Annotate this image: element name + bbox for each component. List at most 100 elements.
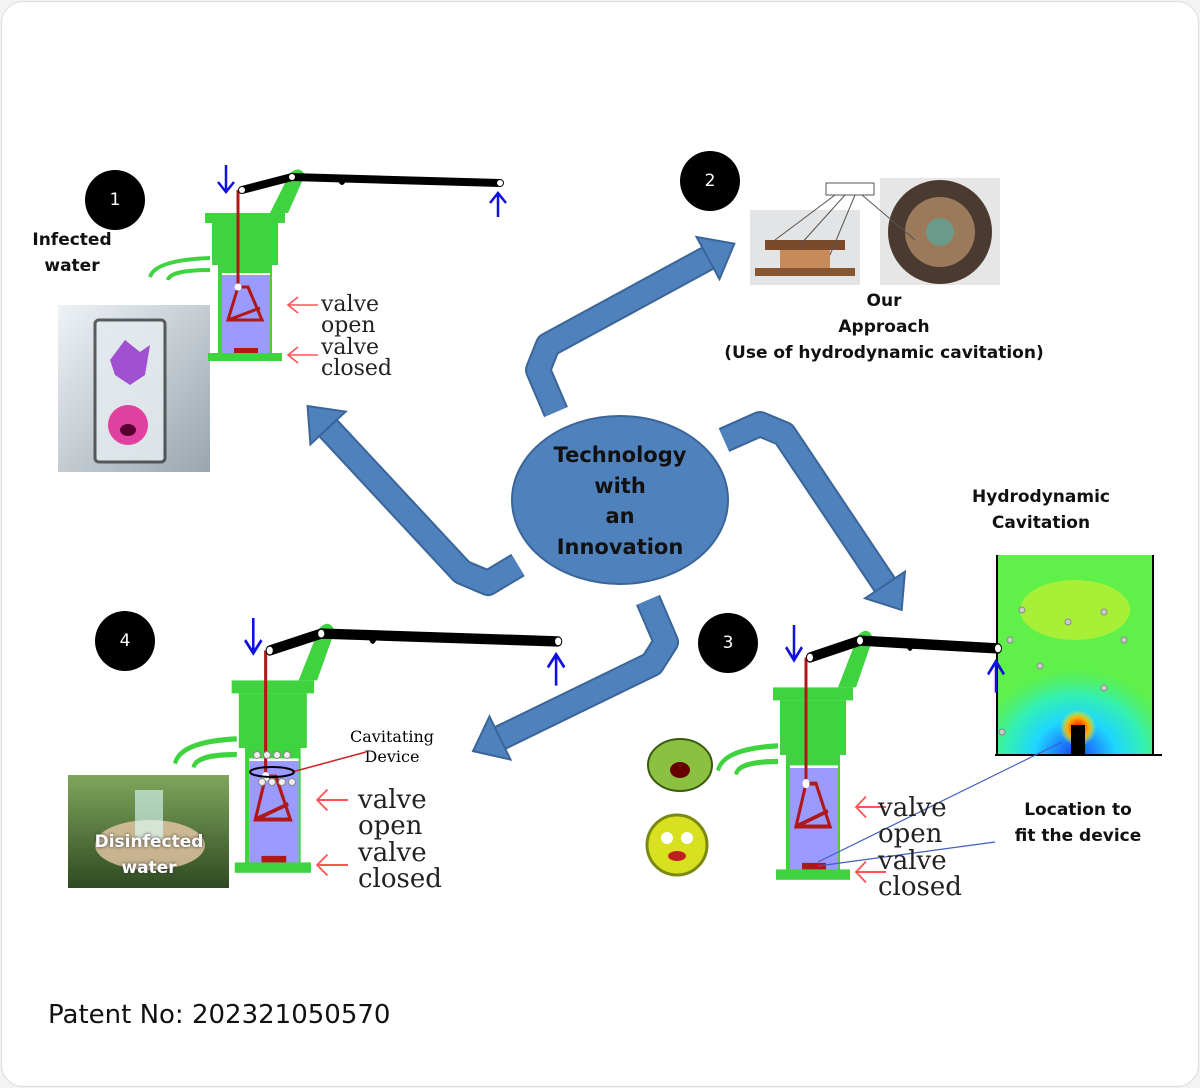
pump-base (208, 353, 282, 361)
handle-pin (857, 636, 863, 645)
handle-knob (368, 638, 377, 644)
step-4-badge: 4 (95, 611, 155, 671)
heatmap-bubble (998, 728, 1006, 736)
valve-closed-label-4: valve closed (358, 838, 442, 894)
heatmap-bubble (1100, 608, 1108, 616)
pump-base (776, 869, 850, 880)
disinfected-water-label: Disinfected water (94, 832, 204, 878)
pump-cap (231, 680, 315, 694)
cavitation-bubbles (253, 751, 296, 786)
pump-disinfected (173, 618, 566, 877)
arrow-to-cavitation-head (862, 569, 907, 612)
valve-pointer-arrow (286, 346, 318, 364)
heatmap-bubble (1006, 636, 1014, 644)
valve-open-label-3: valve open (878, 793, 947, 849)
piston-pin (802, 779, 810, 789)
heatmap-bubble (1018, 606, 1026, 614)
piston-pin (234, 283, 242, 291)
pump-cavitation (716, 625, 1005, 884)
foot-valve (234, 348, 258, 353)
location-pointer-lines (817, 741, 1063, 867)
heatmap-bubble (1036, 662, 1044, 670)
valve-pointer-arrow (315, 853, 349, 877)
device-photos (750, 178, 1000, 285)
valve-closed-label-1: valve closed (321, 335, 392, 381)
bubble (278, 778, 286, 786)
arrow-to-approach-head (694, 235, 736, 282)
bubble (253, 751, 261, 759)
step-1-badge: 1 (85, 170, 145, 230)
handle-pin (239, 187, 245, 193)
cavitating-device-label: Cavitating Device (350, 727, 434, 766)
center-title: Technology with an Innovation (553, 443, 687, 559)
location-label: Location to fit the device (1014, 800, 1142, 846)
pump-cap (773, 687, 853, 701)
spout (148, 256, 211, 278)
approach-label: Our Approach (Use of hydrodynamic cavita… (724, 291, 1044, 363)
bubble (268, 778, 276, 786)
foot-valve (261, 855, 287, 863)
virus-icons (645, 738, 713, 877)
step-3-badge: 3 (698, 613, 758, 673)
heatmap-bubble (1064, 618, 1072, 626)
valve-open-label-4: valve open (358, 785, 427, 841)
piston (225, 285, 265, 322)
handle-pin (266, 646, 273, 655)
piston (793, 781, 833, 829)
bubble (258, 778, 266, 786)
bubble (288, 778, 296, 786)
center-ellipse (511, 415, 729, 585)
handle-pin (497, 180, 503, 186)
down-arrow-icon (785, 625, 803, 663)
bubble (283, 751, 291, 759)
cavitating-device-marker (249, 766, 295, 778)
step-2-badge: 2 (680, 151, 740, 211)
infected-water-image (58, 305, 210, 472)
arrow-to-approach (525, 235, 736, 418)
arrow-to-disinfected (471, 594, 679, 762)
heatmap-bubble (1120, 636, 1128, 644)
heatmap-title: Hydrodynamic Cavitation (972, 487, 1110, 533)
valve-pointer-arrow (854, 860, 886, 884)
pump-cap (205, 213, 285, 223)
valve-open-label-1: valve open (321, 292, 380, 338)
bubble (263, 751, 271, 759)
up-arrow-icon (489, 190, 507, 217)
arrow-to-cavitation (718, 411, 907, 612)
valve-pointer-arrow (286, 296, 318, 314)
handle-pin (555, 637, 562, 646)
valve-closed-label-3: valve closed (878, 846, 962, 902)
down-arrow-icon (217, 165, 235, 195)
valve-pointer-arrow (315, 788, 349, 812)
pump-handle (806, 635, 1002, 663)
arrow-to-disinfected-shaft (495, 595, 677, 748)
up-arrow-icon (546, 651, 566, 686)
spout-inner (191, 751, 237, 769)
pump-handle (238, 172, 504, 194)
up-arrow-icon (987, 658, 1005, 693)
handle-pin (807, 653, 813, 662)
valve-pointer-arrow (854, 795, 886, 819)
pump-base (234, 862, 311, 873)
cavitation-heatmap (995, 555, 1162, 756)
spout-inner (166, 268, 211, 281)
arrow-to-approach-shaft (527, 248, 714, 417)
pump-infected (148, 165, 507, 364)
handle-knob (906, 645, 914, 651)
arrow-to-infected (306, 404, 525, 596)
spout-inner (734, 758, 779, 776)
handle-pin (995, 644, 1001, 653)
disinfected-water-image (68, 775, 229, 888)
handle-knob (338, 181, 346, 185)
foot-valve (802, 862, 826, 870)
cavitating-device-pointer (291, 751, 367, 773)
infected-water-label: Infected water (32, 230, 112, 276)
arrow-to-disinfected-head (471, 714, 513, 762)
patent-number: Patent No: 202321050570 (48, 1000, 391, 1030)
spout (173, 736, 237, 765)
arrow-to-infected-head (306, 404, 348, 447)
spout (716, 743, 779, 772)
arrow-to-cavitation-shaft (719, 413, 895, 592)
heatmap-bubble (1100, 684, 1108, 692)
